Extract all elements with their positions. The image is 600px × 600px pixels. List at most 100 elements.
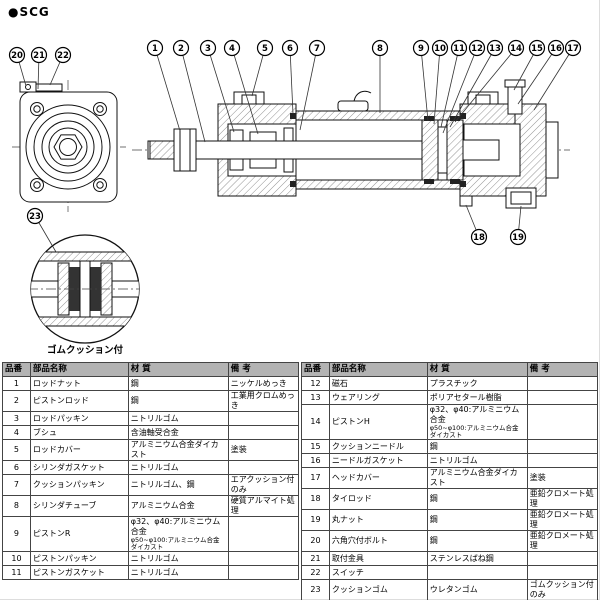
callout-13: 13: [449, 39, 504, 128]
callout-22: 22: [49, 46, 72, 86]
part-number: 21: [301, 551, 330, 567]
part-remark: [227, 425, 300, 440]
part-material: 鋼: [426, 509, 528, 532]
part-number: 4: [2, 425, 31, 440]
part-name: ピストンガスケット: [29, 565, 129, 581]
callout-number: 23: [29, 212, 41, 222]
callout-3: 3: [199, 39, 235, 133]
part-material: アルミニウム合金ダイカスト: [426, 467, 528, 490]
part-number: 16: [301, 453, 330, 469]
rod-nut: [173, 128, 197, 172]
part-name: シリンダチューブ: [29, 495, 129, 517]
part-number: 19: [301, 509, 330, 532]
side-section-view: [132, 79, 570, 209]
part-name: 六角穴付ボルト: [328, 530, 428, 553]
callout-number: 8: [377, 44, 383, 54]
header-row: 品番部品名称材 質備 考: [2, 362, 300, 377]
callout-18: 18: [465, 204, 488, 246]
callout-2: 2: [172, 39, 206, 143]
part-number: 15: [301, 439, 330, 455]
callout-12: 12: [442, 39, 486, 134]
part-number: 6: [2, 460, 31, 475]
part-material: ポリアセタール樹脂: [426, 390, 528, 405]
callout-number: 9: [418, 44, 424, 54]
part-material: プラスチック: [426, 376, 528, 391]
part-material: アルミニウム合金: [127, 495, 229, 517]
part-number: 2: [2, 390, 31, 412]
flange-body: [19, 91, 118, 203]
cushion-boss: [462, 139, 500, 161]
part-name: スイッチ: [328, 565, 428, 581]
series-label: SCG: [19, 5, 50, 19]
callout-number: 10: [434, 44, 446, 54]
piston-h: [446, 119, 464, 181]
part-number: 8: [2, 495, 31, 517]
callout-8: 8: [371, 39, 389, 113]
part-number: 7: [2, 474, 31, 496]
part-material: ステンレスばね鋼: [426, 551, 528, 567]
callout-number: 1: [152, 44, 158, 54]
part-remark: [526, 565, 599, 581]
callout-1: 1: [146, 39, 181, 132]
part-name: ロッドナット: [29, 376, 129, 391]
part-number: 11: [2, 565, 31, 581]
switch-body: [337, 90, 372, 112]
header-row: 品番部品名称材 質備 考: [301, 362, 599, 377]
callout-6: 6: [281, 39, 299, 115]
part-material: ニトリルゴム: [127, 565, 229, 581]
tie-rod-nuts: [459, 187, 537, 209]
callout-23: 23: [26, 207, 57, 253]
part-number: 12: [301, 376, 330, 391]
part-name: シリンダガスケット: [29, 460, 129, 475]
col-header-material: 材 質: [127, 362, 229, 377]
callout-5: 5: [251, 39, 274, 97]
magnet: [437, 126, 448, 174]
port-bosses: [233, 91, 499, 105]
callout-number: 16: [550, 44, 562, 54]
callout-10: 10: [431, 39, 449, 125]
callout-4: 4: [223, 39, 259, 135]
part-material: 鋼: [426, 488, 528, 511]
part-material: [426, 565, 528, 581]
callout-15: 15: [513, 39, 546, 91]
part-remark: [227, 460, 300, 475]
part-name: ピストンパッキン: [29, 551, 129, 567]
part-remark: ゴムクッション付のみ: [526, 579, 599, 600]
callout-number: 18: [473, 233, 485, 243]
part-name: ブシュ: [29, 425, 129, 440]
part-remark: 亜鉛クロメート処理: [526, 509, 599, 532]
callout-9: 9: [412, 39, 430, 122]
part-material: 鋼: [426, 530, 528, 553]
part-name: ウェアリング: [328, 390, 428, 405]
series-header: ●SCG: [8, 5, 50, 19]
callout-19: 19: [509, 205, 527, 246]
part-remark: ニッケルめっき: [227, 376, 300, 391]
part-material: ニトリルゴム: [127, 460, 229, 475]
part-material: 鋼: [127, 376, 229, 391]
part-remark: 塗装: [526, 467, 599, 490]
callout-7: 7: [299, 39, 326, 131]
part-name: ピストンロッド: [29, 390, 129, 412]
part-name: クッションニードル: [328, 439, 428, 455]
callout-16: 16: [517, 39, 565, 105]
series-bullet: ●: [8, 5, 20, 19]
front-view: [12, 80, 126, 212]
part-number: 10: [2, 551, 31, 567]
callout-number: 2: [178, 44, 184, 54]
bore-circles: [25, 104, 111, 190]
part-number: 9: [2, 515, 31, 553]
col-header-name: 部品名称: [29, 362, 129, 377]
part-remark: [526, 376, 599, 391]
part-remark: [227, 411, 300, 426]
callout-number: 21: [33, 51, 45, 61]
part-remark: 塗装: [227, 439, 300, 461]
